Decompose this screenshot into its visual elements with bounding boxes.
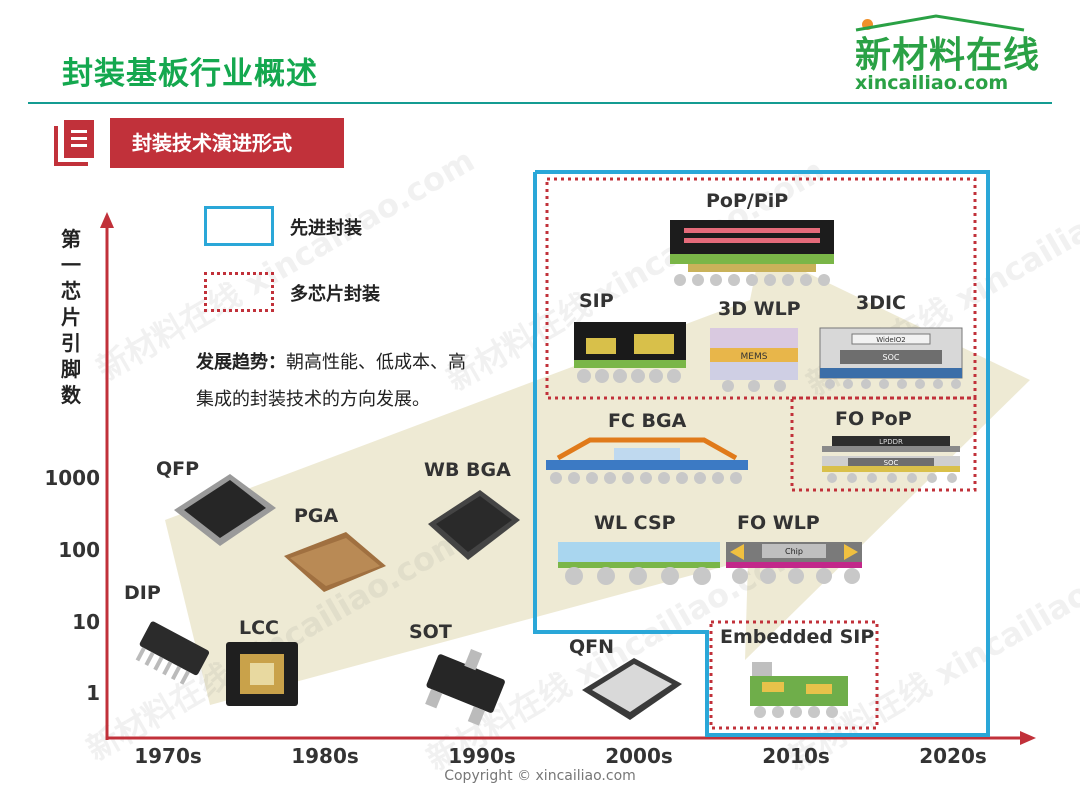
page-title: 封装基板行业概述 — [62, 56, 318, 92]
x-tick: 1980s — [291, 744, 359, 768]
3d-wlp-package-image: MEMS — [710, 328, 798, 392]
legend-advanced-label: 先进封装 — [290, 218, 362, 239]
fo-pop-package-image: LPDDR SOC — [822, 436, 960, 483]
document-icon — [54, 120, 94, 166]
soc-text: SOC — [883, 353, 900, 362]
logo-domain: xincailiao.com — [855, 72, 1009, 94]
trend-line2: 集成的封装技术的方向发展。 — [196, 389, 430, 410]
logo-roof-icon — [855, 14, 1025, 32]
trend-line1: 朝高性能、低成本、高 — [286, 352, 466, 373]
fo-wlp-package-image: Chip — [726, 542, 862, 584]
trend-text: 发展趋势：朝高性能、低成本、高 集成的封装技术的方向发展。 — [196, 344, 526, 418]
qfn-label: QFN — [569, 636, 615, 658]
header-divider — [28, 102, 1052, 104]
fo-wlp-label: FO WLP — [737, 512, 820, 534]
dip-label: DIP — [124, 582, 161, 604]
sot-package-image — [425, 649, 505, 726]
wb-bga-label: WB BGA — [424, 459, 511, 481]
lpddr-text: LPDDR — [879, 438, 903, 446]
pop-pip-label: PoP/PiP — [706, 190, 789, 212]
qfp-package-image — [174, 474, 276, 546]
embedded-sip-label: Embedded SIP — [720, 626, 875, 648]
3dic-label: 3DIC — [856, 292, 907, 314]
qfn-package-image — [582, 658, 682, 720]
logo-text: 新材料在线 — [855, 35, 1041, 76]
mems-text: MEMS — [741, 352, 768, 362]
dip-package-image — [135, 621, 210, 685]
legend-multichip-swatch — [204, 272, 274, 312]
x-tick: 1970s — [134, 744, 202, 768]
pga-package-image — [284, 532, 386, 592]
y-axis-title: 第 一 芯 片 引 脚 数 — [61, 227, 81, 407]
soc-text: SOC — [884, 459, 899, 467]
y-tick: 1 — [86, 681, 100, 705]
y-tick: 1000 — [44, 466, 100, 490]
lcc-package-image — [226, 642, 298, 706]
fo-pop-label: FO PoP — [835, 408, 912, 430]
legend-advanced-swatch — [204, 206, 274, 246]
embedded-sip-package-image — [750, 662, 848, 718]
sip-label: SIP — [579, 290, 614, 312]
logo-dot-icon — [862, 19, 873, 30]
legend-multichip-label: 多芯片封装 — [290, 284, 380, 305]
copyright: Copyright © xincailiao.com — [444, 768, 636, 784]
qfp-label: QFP — [156, 458, 200, 480]
y-tick: 100 — [58, 538, 100, 562]
pop-pip-package-image — [670, 220, 834, 286]
fc-bga-label: FC BGA — [608, 410, 687, 432]
wb-bga-package-image — [428, 490, 520, 560]
x-tick: 2000s — [605, 744, 673, 768]
x-tick: 2010s — [762, 744, 830, 768]
sot-label: SOT — [409, 621, 452, 643]
wl-csp-package-image — [558, 542, 720, 585]
section-label: 封装技术演进形式 — [110, 118, 344, 168]
y-tick: 10 — [72, 610, 100, 634]
x-tick: 1990s — [448, 744, 516, 768]
3dic-package-image: WideIO2 SOC — [819, 327, 963, 389]
x-tick: 2020s — [919, 744, 987, 768]
lcc-label: LCC — [239, 617, 279, 639]
wl-csp-label: WL CSP — [594, 512, 676, 534]
trend-label: 发展趋势： — [196, 352, 286, 373]
wideio-text: WideIO2 — [876, 336, 906, 344]
pga-label: PGA — [294, 505, 339, 527]
sip-package-image — [574, 322, 686, 383]
chip-text: Chip — [785, 547, 803, 556]
3d-wlp-label: 3D WLP — [718, 298, 801, 320]
fc-bga-package-image — [546, 437, 748, 484]
